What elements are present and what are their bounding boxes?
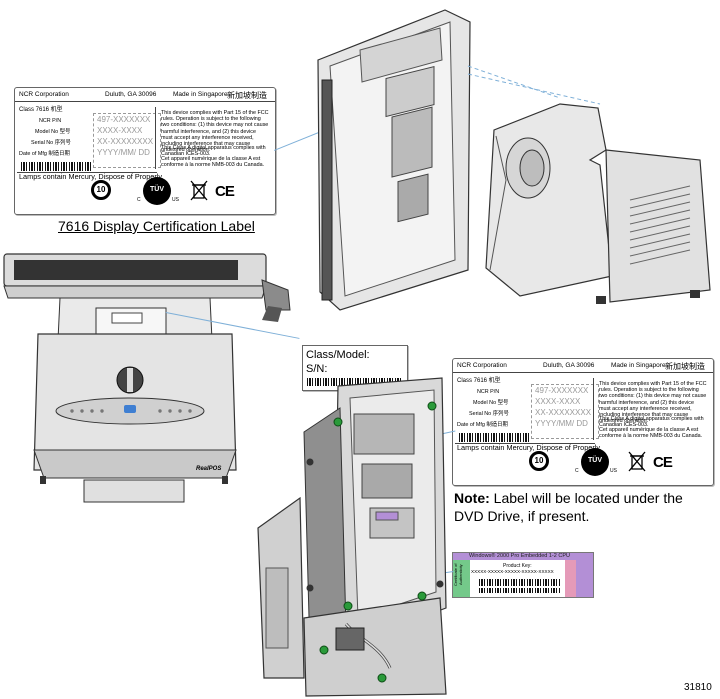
weee-bin-icon	[190, 180, 208, 201]
serial-number-text: S/N:	[306, 363, 328, 375]
terminal-brand: RealPOS	[196, 466, 222, 472]
tuv-us-right: US	[610, 468, 617, 474]
made-in-chinese-right: 新加坡制造	[665, 362, 705, 371]
ncr-pn-label: NCR P/N	[39, 118, 62, 124]
made-in-right: Made in Singapore	[611, 362, 666, 369]
company-name: NCR Corporation	[19, 91, 69, 98]
header-rule-right	[453, 372, 713, 373]
model-value-right: XXXX-XXXX	[535, 397, 581, 406]
coa-key: XXXXX-XXXXX-XXXXX-XXXXX-XXXXX	[471, 569, 554, 574]
canada-text: This Class A digital apparatus complies …	[161, 145, 266, 158]
display-rear-illustration	[317, 9, 711, 311]
made-in: Made in Singapore	[173, 91, 228, 98]
mercury-rule	[17, 172, 157, 173]
ncr-pn-value: 497-XXXXXXX	[97, 115, 151, 124]
tuv-text: TÜV	[150, 186, 164, 193]
date-value: YYYY/MM/ DD	[97, 148, 150, 157]
coa-key-label: Product Key:	[503, 563, 532, 569]
tuv-c-right: C	[575, 468, 579, 474]
canada-french-text: Cet appareil numérique de la classe A es…	[161, 156, 265, 169]
model-label-right: Model No 型号	[473, 400, 509, 406]
tuv-logo: TÜV C US	[137, 177, 179, 205]
dvd-note: Note: Label will be located under the DV…	[454, 490, 716, 525]
coa-title: Windows® 2000 Pro Embedded 1-2 CPU	[469, 553, 570, 559]
company-name-right: NCR Corporation	[457, 362, 507, 369]
base-certification-label: NCR Corporation Duluth, GA 30096 Made in…	[452, 358, 714, 486]
serial-value-right: XX-XXXXXXXX	[535, 408, 592, 417]
header-rule	[15, 101, 275, 102]
coa-top-band	[453, 553, 593, 560]
tuv-logo-right: TÜV C US	[575, 448, 617, 476]
date-label: Date of Mfg 制造日期	[19, 151, 70, 157]
model-value: XXXX-XXXX	[97, 126, 143, 135]
serial-label-right: Serial No 序列号	[469, 411, 509, 417]
canada-french-text-right: Cet appareil numérique de la classe A es…	[599, 427, 703, 440]
label-header-right: NCR Corporation Duluth, GA 30096 Made in…	[457, 362, 709, 371]
ncr-pn-value-right: 497-XXXXXXX	[535, 386, 589, 395]
model-label: Model No 型号	[35, 129, 71, 135]
terminal-front-illustration	[3, 253, 291, 503]
class-text: Class 7616 机型	[19, 107, 63, 113]
serial-value: XX-XXXXXXXX	[97, 137, 154, 146]
fields-dashed-box	[93, 113, 161, 168]
mercury-warning-right: Lamps contain Mercury, Dispose of Proper…	[457, 443, 602, 452]
display-certification-label: NCR Corporation Duluth, GA 30096 Made in…	[14, 87, 276, 215]
note-text: Label will be located under the DVD Driv…	[454, 490, 683, 524]
divider	[155, 107, 156, 169]
fcc-text: This device complies with Part 15 of the…	[161, 110, 269, 154]
ce-mark-right: CE	[653, 454, 673, 471]
tuv-text-right: TÜV	[588, 457, 602, 464]
fields-dashed-box-right	[531, 384, 599, 439]
tuv-us: US	[172, 197, 179, 203]
class-model-text: Class/Model:	[306, 349, 370, 361]
made-in-chinese: 新加坡制造	[227, 91, 267, 100]
coa-barcode-1	[479, 579, 561, 586]
barcode	[21, 162, 93, 171]
figure-number: 31810	[684, 682, 712, 693]
tuv-c: C	[137, 197, 141, 203]
date-value-right: YYYY/MM/ DD	[535, 419, 588, 428]
class-model-barcode	[307, 378, 403, 386]
coa-label: Certificate of Authenticity Windows® 200…	[452, 552, 594, 598]
canada-text-right: This Class A digital apparatus complies …	[599, 416, 704, 429]
efup-number-right: 10	[534, 456, 544, 465]
weee-bin-icon-right	[628, 451, 646, 472]
note-bold: Note:	[454, 490, 490, 506]
divider-right	[593, 378, 594, 440]
efup-number: 10	[96, 185, 106, 194]
mercury-warning: Lamps contain Mercury, Dispose of Proper…	[19, 172, 164, 181]
company-city-right: Duluth, GA 30096	[543, 362, 595, 369]
company-city: Duluth, GA 30096	[105, 91, 157, 98]
ncr-pn-label-right: NCR P/N	[477, 389, 500, 395]
label-caption: 7616 Display Certification Label	[58, 218, 255, 234]
efup-logo: 10	[91, 180, 111, 200]
barcode-right	[459, 433, 531, 442]
label-header: NCR Corporation Duluth, GA 30096 Made in…	[19, 91, 271, 100]
mercury-rule-right	[455, 443, 595, 444]
efup-logo-right: 10	[529, 451, 549, 471]
serial-label: Serial No 序列号	[31, 140, 71, 146]
fcc-text-right: This device complies with Part 15 of the…	[599, 381, 707, 425]
terminal-rear-illustration	[257, 377, 447, 697]
coa-barcode-2	[479, 588, 561, 593]
date-label-right: Date of Mfg 制造日期	[457, 422, 508, 428]
ce-mark: CE	[215, 183, 235, 200]
class-text-right: Class 7616 机型	[457, 378, 501, 384]
